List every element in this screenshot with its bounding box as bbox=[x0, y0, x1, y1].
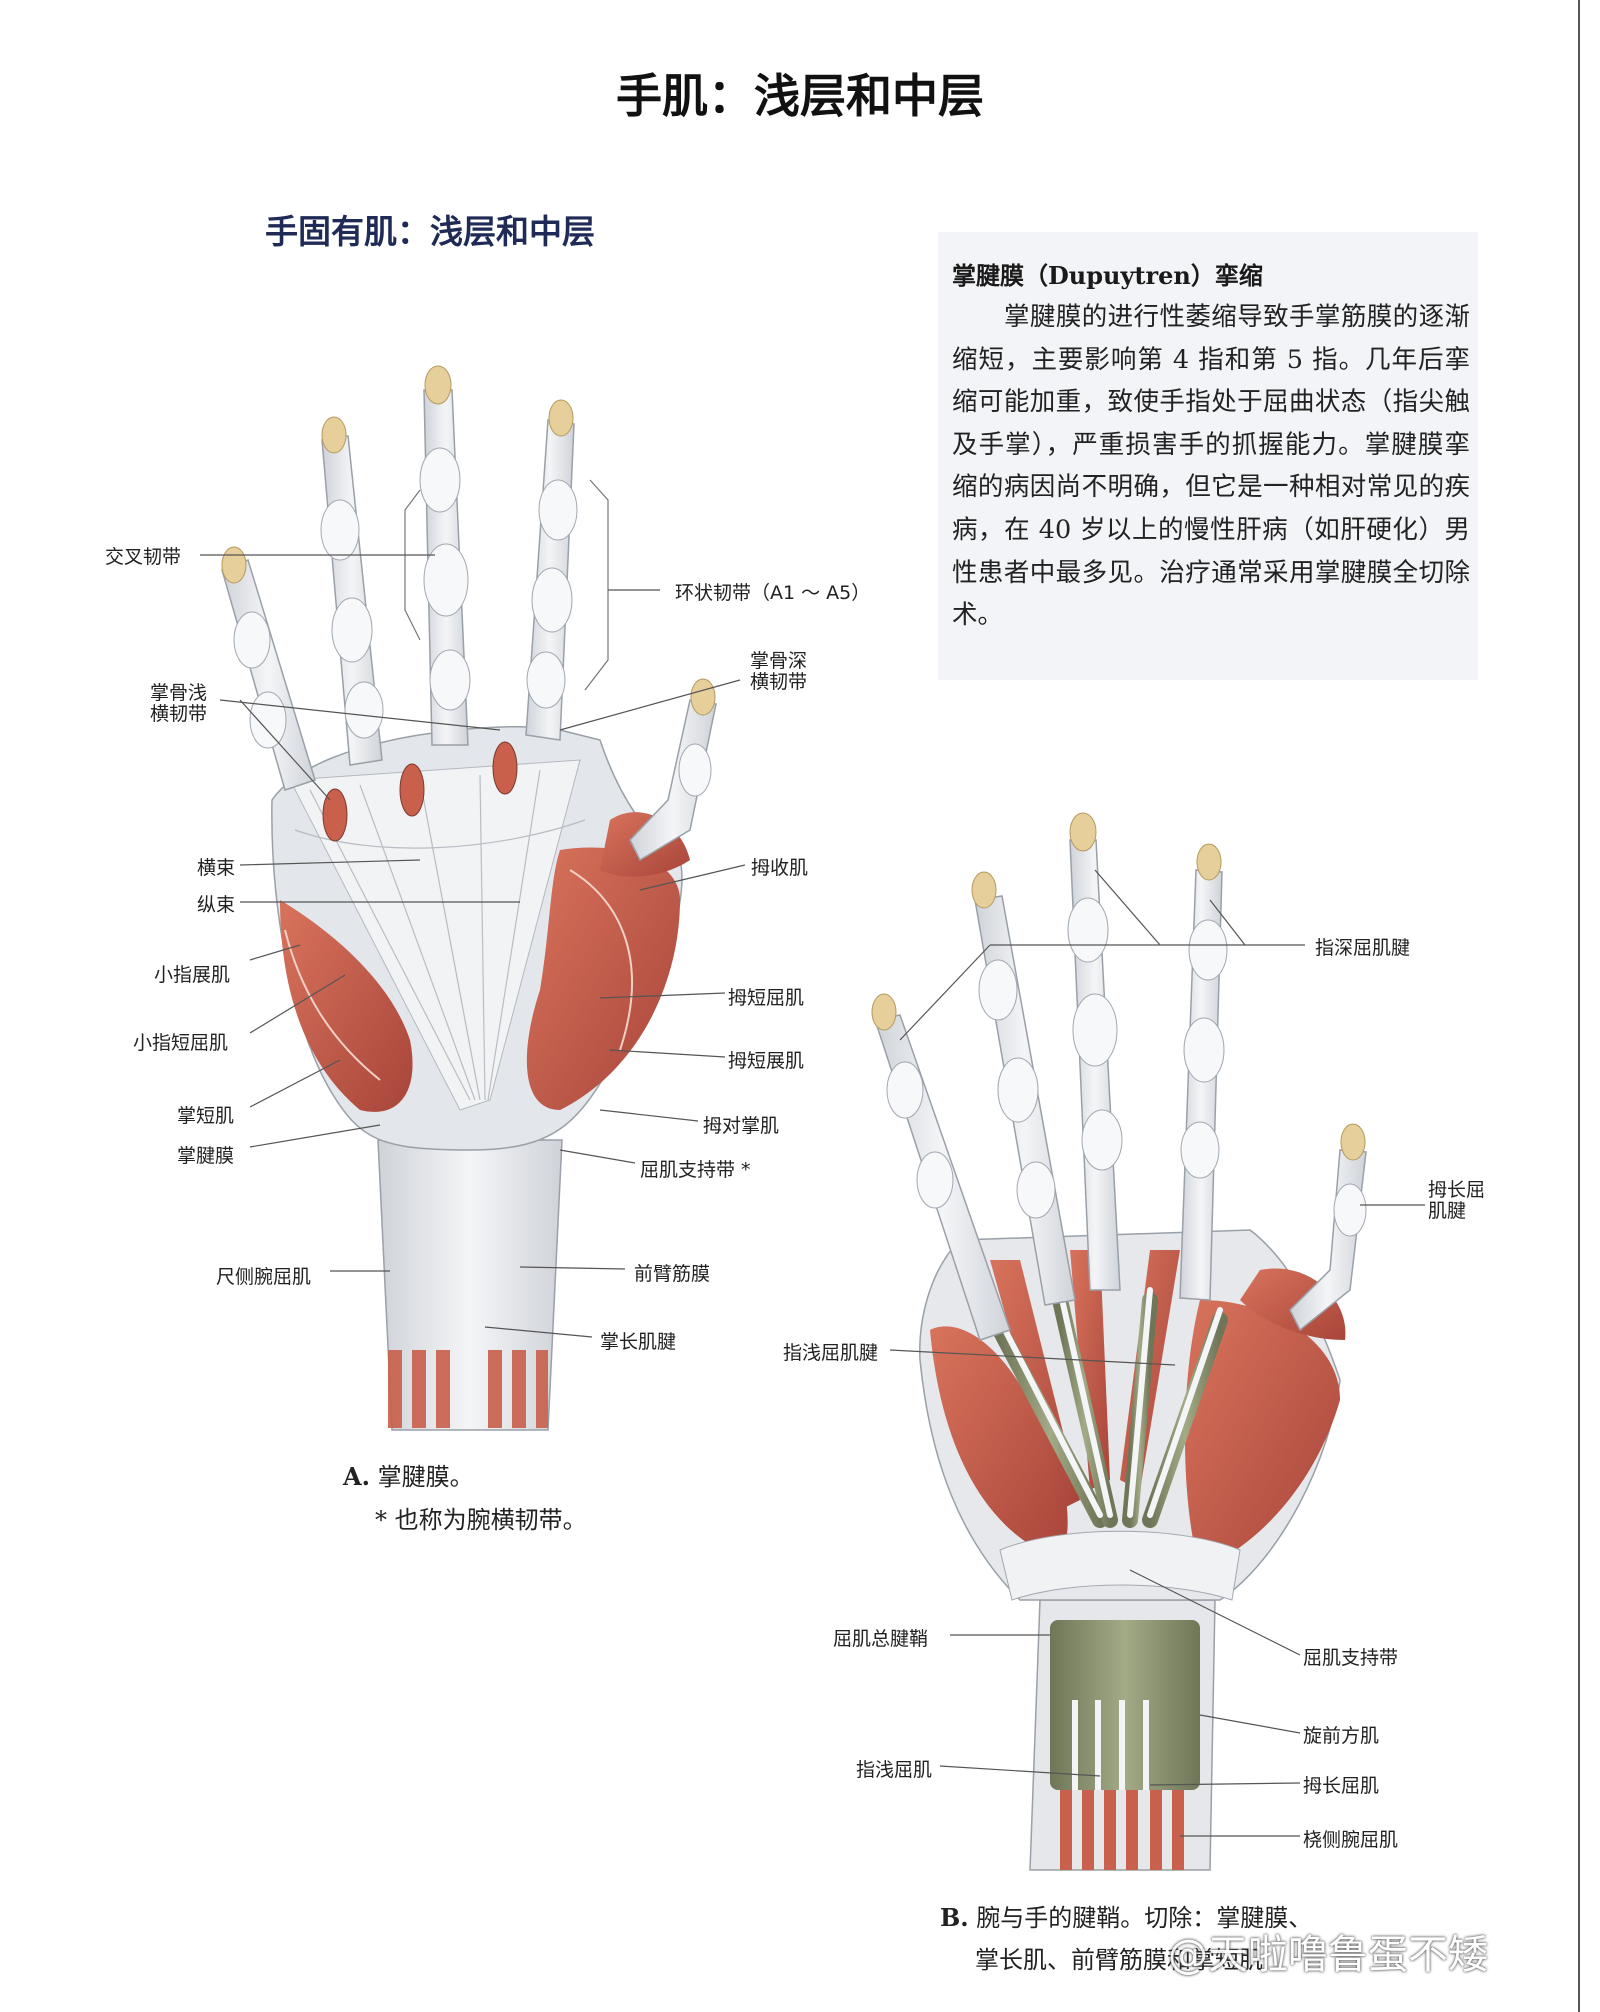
label-transverse-bundle: 横束 bbox=[197, 857, 236, 879]
label-flexor-digiti-minimi: 小指短屈肌 bbox=[133, 1032, 229, 1054]
label-cruciate-ligament: 交叉韧带 bbox=[105, 546, 182, 568]
label-fpl: 拇长屈肌 bbox=[1303, 1775, 1380, 1797]
figure-b-caption-line1: 腕与手的腱鞘。切除：掌腱膜、 bbox=[976, 1904, 1313, 1932]
label-common-flexor-sheath: 屈肌总腱鞘 bbox=[833, 1628, 929, 1650]
figure-a-caption-text: 掌腱膜。 bbox=[377, 1463, 474, 1491]
figure-b-caption: B. 腕与手的腱鞘。切除：掌腱膜、 bbox=[940, 1898, 1312, 1938]
label-fpl-tendon: 拇长屈肌腱 bbox=[1428, 1179, 1486, 1222]
label-palmar-aponeurosis: 掌腱膜 bbox=[177, 1145, 235, 1167]
label-fds-tendons: 指浅屈肌腱 bbox=[783, 1342, 879, 1364]
figure-a-leader-lines bbox=[200, 554, 746, 1338]
label-palmaris-brevis: 掌短肌 bbox=[177, 1105, 235, 1127]
figure-a-caption-letter: A. bbox=[343, 1462, 370, 1491]
label-antebrachial-fascia: 前臂筋膜 bbox=[634, 1263, 711, 1285]
figure-b-caption-letter: B. bbox=[940, 1903, 969, 1932]
figure-b-hand bbox=[871, 812, 1367, 1871]
label-opponens-pollicis: 拇对掌肌 bbox=[703, 1115, 780, 1137]
label-annular-ligament: 环状韧带（A1 ～ A5） bbox=[675, 582, 871, 604]
figure-b-caption-line2: 掌长肌、前臂筋膜和掌短肌 bbox=[975, 1946, 1263, 1974]
label-abductor-pollicis-brevis: 拇短展肌 bbox=[728, 1050, 805, 1072]
label-flexor-pollicis-brevis: 拇短屈肌 bbox=[728, 987, 805, 1009]
watermark: @天啦噜鲁蛋不矮 bbox=[1168, 1932, 1488, 1978]
label-pronator-quadratus: 旋前方肌 bbox=[1303, 1725, 1380, 1747]
label-fdp-tendons: 指深屈肌腱 bbox=[1315, 937, 1411, 959]
label-superficial-transverse-metacarpal-ligament: 掌骨浅横韧带 bbox=[150, 682, 208, 725]
figure-a-caption: A. 掌腱膜。 bbox=[343, 1457, 474, 1497]
sidebar-box bbox=[938, 232, 1478, 680]
label-deep-transverse-metacarpal-ligament: 掌骨深横韧带 bbox=[750, 650, 808, 693]
figure-a-hand bbox=[221, 365, 717, 1431]
label-adductor-pollicis: 拇收肌 bbox=[751, 857, 809, 879]
page-title: 手肌：浅层和中层 bbox=[616, 69, 984, 123]
figure-a-caption-note: * 也称为腕横韧带。 bbox=[375, 1506, 587, 1534]
page-edge-line bbox=[1578, 0, 1580, 2012]
label-flexor-carpi-ulnaris: 尺侧腕屈肌 bbox=[216, 1266, 312, 1288]
figure-b-leader-lines bbox=[889, 869, 1425, 1837]
label-palmaris-longus-tendon: 掌长肌腱 bbox=[600, 1331, 677, 1353]
label-fcr: 桡侧腕屈肌 bbox=[1303, 1829, 1399, 1851]
label-longitudinal-bundle: 纵束 bbox=[197, 894, 236, 916]
label-abductor-digiti-minimi: 小指展肌 bbox=[154, 964, 231, 986]
sidebar-heading: 掌腱膜（Dupuytren）挛缩 bbox=[952, 261, 1263, 290]
label-flexor-retinaculum-b: 屈肌支持带 bbox=[1303, 1647, 1399, 1669]
sidebar-body: 掌腱膜的进行性萎缩导致手掌筋膜的逐渐缩短，主要影响第 4 指和第 5 指。几年后… bbox=[952, 302, 1470, 631]
label-fds: 指浅屈肌 bbox=[856, 1759, 933, 1781]
section-title: 手固有肌：浅层和中层 bbox=[265, 212, 595, 251]
label-flexor-retinaculum-a: 屈肌支持带 * bbox=[640, 1159, 751, 1181]
